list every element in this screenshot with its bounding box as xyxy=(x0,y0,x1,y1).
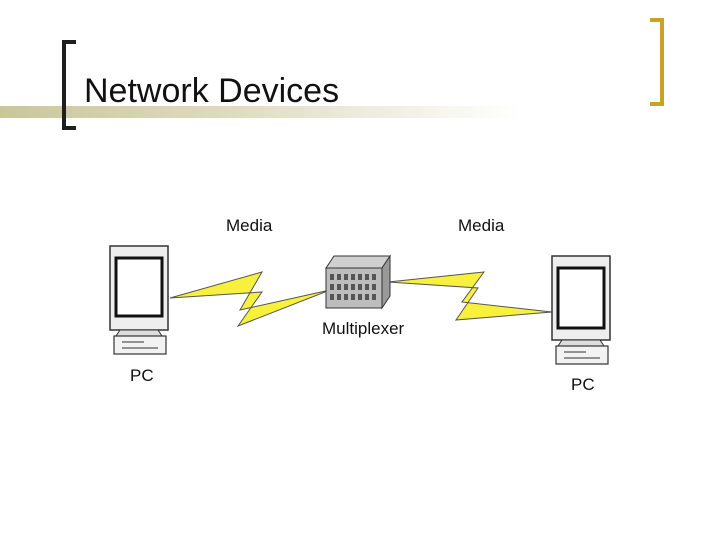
media-link-right xyxy=(387,271,553,321)
pc-left-label: PC xyxy=(130,366,154,385)
multiplexer-icon xyxy=(325,254,391,310)
pc-left-icon xyxy=(109,245,169,355)
media-label-left: Media xyxy=(226,216,273,235)
title-underline-bar xyxy=(0,106,520,118)
media-link-left xyxy=(169,271,331,328)
left-bracket-decoration xyxy=(62,40,76,130)
pc-right-label: PC xyxy=(571,375,595,394)
multiplexer-label: Multiplexer xyxy=(322,319,405,338)
right-bracket-decoration xyxy=(650,18,664,106)
slide-title: Network Devices xyxy=(84,72,340,110)
pc-right-icon xyxy=(551,255,611,365)
media-label-right: Media xyxy=(458,216,505,235)
